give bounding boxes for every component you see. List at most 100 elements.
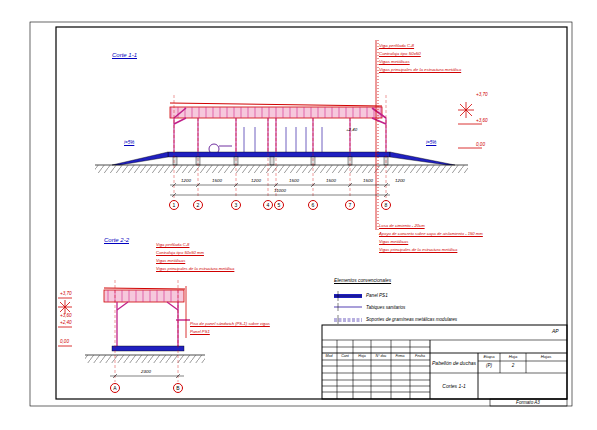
drawing-label: Vigas metálicas <box>156 259 185 263</box>
drawing-stroke <box>322 373 567 374</box>
sheet-frame <box>30 22 572 406</box>
drawing-stroke <box>244 127 322 152</box>
drawing-stroke <box>170 195 390 196</box>
drawing-stroke <box>384 193 388 197</box>
axis-marker: 1 <box>169 200 179 210</box>
drawing-label: Contrafaja tipo 50x50 <box>379 52 421 56</box>
drawing-label: +3,60 <box>476 119 488 124</box>
axis-number: 8 <box>385 202 388 208</box>
drawing-stroke <box>337 340 338 399</box>
drawing-stroke <box>173 157 388 165</box>
drawing-label: 1200 <box>251 179 261 183</box>
drawing-label: +3,60 <box>60 314 72 319</box>
drawing-label: 0,00 <box>476 143 485 148</box>
drawing-stroke <box>353 340 354 399</box>
drawing-stroke <box>372 118 386 124</box>
legend-text: Panel PS1 <box>366 293 388 298</box>
drawing-stroke <box>296 127 297 152</box>
drawing-stroke <box>322 366 430 367</box>
drawing-stroke <box>117 302 128 310</box>
drawing-stroke <box>371 340 372 399</box>
axis-number: 6 <box>312 202 315 208</box>
drawing-stroke <box>170 183 390 197</box>
drawing-stroke <box>58 298 72 346</box>
drawing-stroke <box>58 298 72 299</box>
drawing-stroke <box>378 40 379 230</box>
drawing-label: Vigas principales de la estructura metál… <box>379 68 461 72</box>
drawing-stroke <box>58 346 72 347</box>
axis-marker: 3 <box>231 200 241 210</box>
drawing-stroke <box>172 193 176 197</box>
drawing-stroke <box>104 288 185 289</box>
drawing-label: Cortes 1-1 <box>442 384 465 389</box>
drawing-stroke <box>112 346 184 351</box>
drawing-stroke <box>117 302 178 348</box>
drawing-stroke <box>384 183 388 187</box>
drawing-label: Apoyo de concreto sobre capa de aislamie… <box>379 232 483 236</box>
drawing-stroke <box>196 183 200 187</box>
axis-marker: A <box>110 383 120 393</box>
drawing-stroke <box>168 152 390 157</box>
drawing-label: Hojas <box>541 355 552 359</box>
drawing-stroke <box>112 152 168 165</box>
axis-marker: 8 <box>381 200 391 210</box>
drawing-stroke <box>322 127 323 152</box>
drawing-stroke <box>322 360 430 361</box>
drawing-stroke <box>113 374 117 378</box>
drawing-label: i=5% <box>426 141 436 146</box>
drawing-label: Corte 1-1 <box>112 52 137 58</box>
drawing-stroke <box>478 353 479 399</box>
drawing-stroke <box>170 107 382 118</box>
drawing-label: (P) <box>486 364 492 369</box>
drawing-stroke <box>322 380 430 381</box>
drawing-stroke <box>170 107 382 118</box>
drawing-stroke <box>526 353 527 373</box>
section-1-1 <box>95 40 482 230</box>
drawing-label: 1200 <box>395 179 405 183</box>
drawing-label: Fecha <box>415 355 425 359</box>
drawing-stroke <box>322 392 430 393</box>
drawing-stroke <box>198 118 199 198</box>
drawing-stroke <box>322 340 567 341</box>
drawing-stroke <box>174 108 186 118</box>
drawing-stroke <box>58 327 72 328</box>
drawing-label: Hoja <box>509 355 518 359</box>
drawing-stroke <box>244 127 245 152</box>
section-2-2 <box>58 280 205 382</box>
drawing-label: AP <box>552 329 559 334</box>
axis-number: 4 <box>267 202 270 208</box>
drawing-stroke <box>390 152 455 165</box>
drawing-label: Mod <box>326 355 333 359</box>
drawing-label: 11000 <box>274 189 286 193</box>
drawing-stroke <box>104 290 184 302</box>
drawing-label: Panel PS1 <box>190 330 210 334</box>
drawing-label: N° doc <box>376 355 387 359</box>
drawing-stroke <box>268 118 269 198</box>
drawing-label: 1500 <box>289 179 299 183</box>
drawing-label: 0,00 <box>60 340 69 345</box>
legend-text: Soportes de gramíneas metálicas modulare… <box>366 317 457 322</box>
axis-marker: B <box>173 383 183 393</box>
drawing-stroke <box>458 124 482 125</box>
drawing-stroke <box>173 157 177 165</box>
drawing-stroke <box>110 374 184 378</box>
drawing-stroke <box>95 165 468 173</box>
drawing-label: 1500 <box>363 179 373 183</box>
drawing-stroke <box>167 302 178 310</box>
axis-number: 2 <box>197 202 200 208</box>
legend-text: Tabiques sanitarios <box>366 305 405 310</box>
drawing-label: Vigas metálicas <box>379 60 410 64</box>
drawing-stroke <box>348 183 352 187</box>
drawing-stroke <box>174 95 175 198</box>
axis-marker: 6 <box>308 200 318 210</box>
drawing-stroke <box>500 353 501 373</box>
drawing-stroke <box>322 325 567 399</box>
drawing-label: Vigas metálicas <box>379 240 408 244</box>
drawing-label: Corte 2-2 <box>104 237 129 243</box>
drawing-label: +3,70 <box>476 93 488 98</box>
drawing-label: Elementos convencionales <box>334 279 391 284</box>
drawing-label: Vigas principales de la estructura metál… <box>156 267 234 271</box>
axis-number: B <box>176 385 179 391</box>
drawing-stroke <box>174 118 386 152</box>
